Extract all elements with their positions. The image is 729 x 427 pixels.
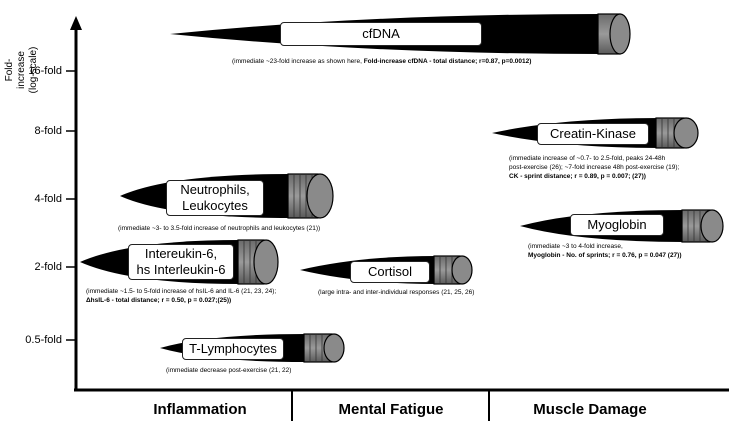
- neutrophils-label-line2: Leukocytes: [182, 198, 248, 213]
- y-tick-label: 8-fold: [34, 125, 62, 137]
- myoglobin-label: Myoglobin: [570, 214, 664, 236]
- cortisol-label-text: Cortisol: [367, 264, 413, 279]
- creatin-kinase-note-bold: CK - sprint distance; r = 0.89, p = 0.00…: [509, 173, 646, 180]
- y-tick-label: 2-fold: [34, 261, 62, 273]
- category-inflammation: Inflammation: [153, 401, 247, 418]
- cortisol-label: Cortisol: [350, 261, 430, 283]
- cfdna-note-text: (immediate ~23-fold increase as shown he…: [232, 58, 364, 65]
- neutrophils-label-line1: Neutrophils,: [180, 182, 250, 197]
- il6-label: Intereukin-6, hs Interleukin-6: [128, 244, 234, 280]
- creatin-kinase-note-line1: (immediate increase of ~0.7- to 2.5-fold…: [509, 155, 666, 162]
- myoglobin-note: (immediate ~3 to 4-fold increase, Myoglo…: [528, 242, 728, 260]
- il6-note-line1: (immediate ~1.5- to 5-fold increase of h…: [86, 288, 277, 295]
- y-tick-marks: [66, 70, 76, 341]
- cortisol-note: (large intra- and inter-individual respo…: [318, 289, 475, 296]
- neutrophils-note: (immediate ~3- to 3.5-fold increase of n…: [118, 225, 321, 232]
- il6-note-bold: ΔhsIL-6 - total distance; r = 0.50, p = …: [86, 297, 232, 304]
- category-mental-fatigue: Mental Fatigue: [338, 401, 444, 418]
- category-muscle-damage: Muscle Damage: [533, 401, 647, 418]
- cfdna-label: cfDNA: [280, 22, 482, 46]
- il6-label-line1: Intereukin-6,: [144, 246, 218, 261]
- t-lymphocytes-label-text: T-Lymphocytes: [189, 341, 277, 356]
- myoglobin-note-line1: (immediate ~3 to 4-fold increase,: [528, 243, 623, 250]
- creatin-kinase-note: (immediate increase of ~0.7- to 2.5-fold…: [509, 154, 729, 181]
- y-axis-arrow: [70, 16, 82, 30]
- creatin-kinase-label: Creatin-Kinase: [537, 123, 649, 145]
- il6-note: (immediate ~1.5- to 5-fold increase of h…: [86, 287, 316, 305]
- il6-label-line2: hs Interleukin-6: [136, 262, 226, 277]
- myoglobin-note-bold: Myoglobin - No. of sprints; r = 0.76, p …: [528, 252, 682, 259]
- y-tick-label: 4-fold: [34, 193, 62, 205]
- myoglobin-label-text: Myoglobin: [587, 217, 647, 232]
- neutrophils-label: Neutrophils, Leukocytes: [166, 180, 264, 216]
- t-lymphocytes-label: T-Lymphocytes: [182, 338, 284, 360]
- creatin-kinase-note-line2: post-exercise (26); ~7-fold increase 48h…: [509, 164, 680, 171]
- t-lymphocytes-note: (immediate decrease post-exercise (21, 2…: [166, 367, 292, 374]
- creatin-kinase-label-text: Creatin-Kinase: [550, 126, 636, 141]
- cfdna-label-text: cfDNA: [362, 26, 400, 41]
- y-tick-label: 16-fold: [28, 65, 62, 77]
- y-tick-label: 0.5-fold: [25, 334, 62, 346]
- cfdna-note: (immediate ~23-fold increase as shown he…: [232, 57, 592, 66]
- cfdna-note-bold: Fold-increase cfDNA - total distance; r=…: [363, 58, 532, 65]
